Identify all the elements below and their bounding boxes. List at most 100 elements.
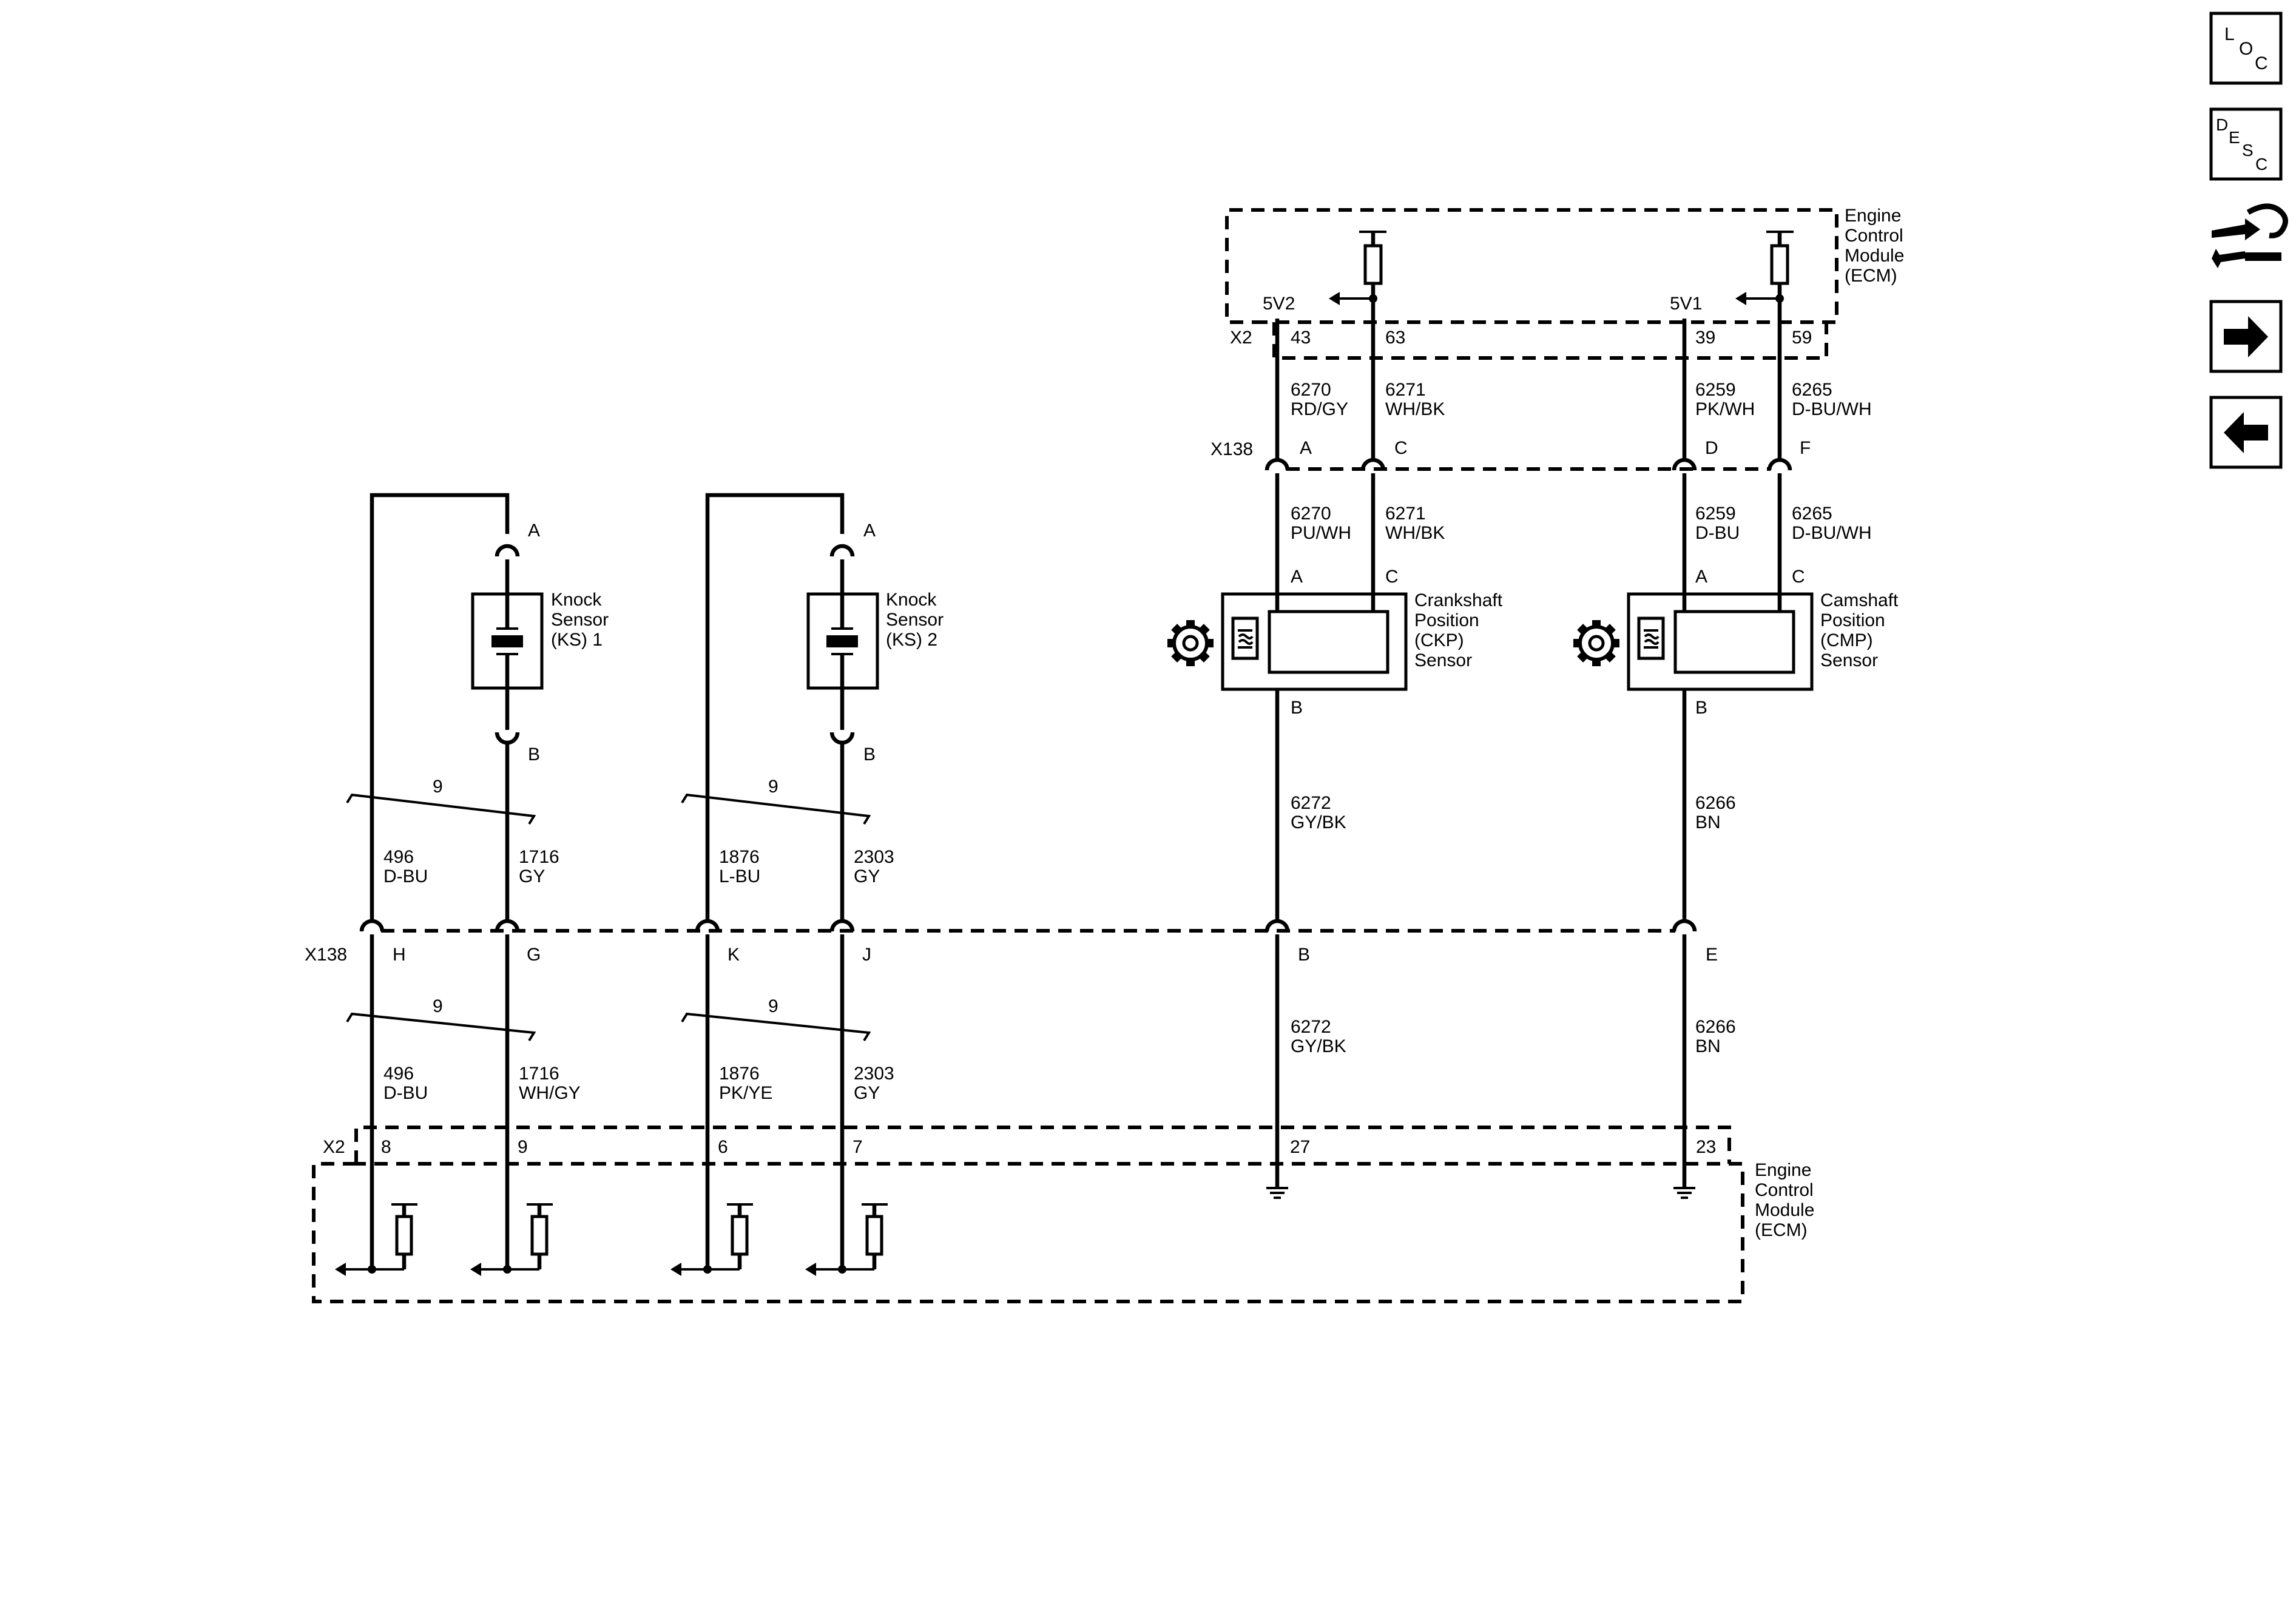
wire-1716-lower-circuit: 1716 (519, 1064, 559, 1084)
x138-pin-h: H (393, 945, 406, 965)
ks2-label-2: Sensor (886, 610, 944, 630)
wire-1876-lower-circuit: 1876 (719, 1064, 760, 1084)
twist-label-ks2-upper: 9 (768, 777, 778, 797)
ecm-pullup-circuit-63 (1329, 231, 1386, 340)
wire-6259-lower-circuit: 6259 (1695, 504, 1736, 524)
x138-pin-g: G (527, 945, 541, 965)
connector-repair-icon[interactable] (2212, 203, 2288, 268)
wire-6265-upper-color: D-BU/WH (1792, 399, 1872, 419)
ecm-pin-7: 7 (853, 1137, 863, 1157)
wire-6266-upper-color: BN (1695, 812, 1721, 832)
cmp-pin-c: C (1792, 567, 1805, 587)
ks1-pin-a: A (528, 521, 540, 541)
loc-letter-c: C (2255, 53, 2268, 73)
ecm-input-circuit-6 (670, 1203, 753, 1276)
wire-6270-upper-circuit: 6270 (1291, 380, 1331, 400)
sensor-signal-wires: 6272 GY/BK 6266 BN (1275, 689, 1736, 919)
wire-2303-upper-circuit: 2303 (854, 847, 894, 867)
wire-1876-upper-color: L-BU (719, 866, 760, 886)
twist-label-ks1-upper: 9 (433, 777, 443, 797)
ckp-sensor: A C Crankshaft Position (1167, 567, 1503, 718)
connector-pin-icon (1672, 457, 1697, 491)
twisted-pair-ks2-lower: 9 (681, 996, 871, 1042)
x138-pin-d: D (1705, 438, 1718, 458)
connector-pin-icon (359, 919, 385, 953)
ecm-label-top-2: Control (1845, 226, 1903, 246)
previous-page-button[interactable] (2209, 396, 2283, 469)
ecm-pin-59: 59 (1792, 328, 1812, 348)
next-page-button[interactable] (2209, 300, 2283, 373)
wire-6272-lower-circuit: 6272 (1291, 1017, 1331, 1037)
ks1-label-2: Sensor (551, 610, 609, 630)
twist-label-ks2-lower: 9 (768, 996, 778, 1016)
ecm-box-bottom: X2 8 9 6 7 27 23 Engine Control Module (… (312, 1126, 1814, 1303)
ecm-pin-6: 6 (718, 1137, 728, 1157)
wire-6272-lower-color: GY/BK (1291, 1036, 1346, 1056)
cmp-label-1: Camshaft (1820, 590, 1899, 610)
connector-pin-icon (829, 919, 855, 953)
wire-6271-upper-color: WH/BK (1385, 399, 1445, 419)
x2-label-top: X2 (1230, 328, 1252, 348)
ecm-input-circuit-8 (335, 1203, 417, 1276)
wire-6271-lower-circuit: 6271 (1385, 504, 1426, 524)
desc-letter-c: C (2255, 155, 2267, 174)
ckp-label-3: (CKP) (1414, 630, 1464, 650)
knock-sensor-2: A B Knock Sensor (KS) 2 9 1876 L-BU 2303… (681, 493, 944, 919)
description-button[interactable]: D E S C (2209, 107, 2283, 181)
ecm-label-bottom-2: Control (1755, 1180, 1814, 1200)
x138-pin-b: B (1298, 945, 1310, 965)
cmp-label-2: Position (1820, 610, 1885, 630)
wire-2303-lower-circuit: 2303 (854, 1064, 894, 1084)
ckp-label-4: Sensor (1414, 650, 1472, 670)
wire-1716-upper-circuit: 1716 (519, 847, 559, 867)
wire-6271-lower-color: WH/BK (1385, 523, 1445, 543)
x2-label-bottom: X2 (323, 1137, 345, 1157)
location-button[interactable]: L O C (2209, 12, 2283, 85)
wire-6272-upper-circuit: 6272 (1291, 793, 1331, 813)
ckp-reluctor-gear-icon (1167, 620, 1214, 666)
x138-pin-k: K (728, 945, 740, 965)
wire-1716-upper-color: GY (519, 866, 545, 886)
cmp-label-3: (CMP) (1820, 630, 1873, 650)
wire-2303-upper-color: GY (854, 866, 880, 886)
wire-6265-lower-color: D-BU/WH (1792, 523, 1872, 543)
wire-496-lower-color: D-BU (383, 1083, 428, 1103)
ks2-pin-a: A (863, 521, 876, 541)
knock-sensor-1: A B Knock Sensor (KS) 1 9 496 D-BU 1716 … (346, 493, 609, 919)
x138-pin-e: E (1706, 945, 1718, 965)
desc-letter-s: S (2242, 141, 2254, 160)
wire-6259-upper-circuit: 6259 (1695, 380, 1736, 400)
ecm-pin-43: 43 (1291, 328, 1311, 348)
ecm-label-top-4: (ECM) (1845, 266, 1897, 286)
desc-letter-e: E (2229, 128, 2240, 147)
cmp-pin-a: A (1695, 567, 1707, 587)
ckp-pin-a: A (1291, 567, 1303, 587)
ecm-pin-23: 23 (1696, 1137, 1716, 1157)
wire-496-lower-circuit: 496 (383, 1064, 414, 1084)
ecm-label-top-3: Module (1845, 246, 1904, 266)
lower-sensor-wires: 6270 PU/WH 6271 WH/BK 6259 D-BU 6265 D-B… (1275, 491, 1872, 612)
ecm-pin-8: 8 (381, 1137, 391, 1157)
connector-pin-icon (829, 544, 855, 573)
wire-1876-lower-color: PK/YE (719, 1083, 772, 1103)
upper-sensor-wires: 6270 RD/GY 6271 WH/BK 6259 PK/WH 6265 D-… (1275, 340, 1872, 458)
lower-wires: 9 9 496 D-BU 1716 WH/GY 1876 PK/YE 2303 … (346, 953, 1736, 1269)
cmp-pin-b: B (1695, 698, 1707, 718)
ckp-label-1: Crankshaft (1414, 590, 1503, 610)
twist-label-ks1-lower: 9 (433, 996, 443, 1016)
wire-6266-upper-circuit: 6266 (1695, 793, 1736, 813)
wire-6259-lower-color: D-BU (1695, 523, 1740, 543)
ckp-pin-b: B (1291, 698, 1303, 718)
cmp-label-4: Sensor (1820, 650, 1878, 670)
ecm-box-top: Engine Control Module (ECM) 5V2 5V1 X2 (1225, 206, 1904, 360)
ks2-label-1: Knock (886, 590, 937, 610)
connector-pin-icon (695, 919, 720, 953)
cmp-sensor: A C Camshaft Position (1573, 567, 1899, 718)
connector-pin-icon (495, 544, 520, 573)
wire-6265-lower-circuit: 6265 (1792, 504, 1832, 524)
connector-pin-icon (1360, 457, 1386, 491)
ground-icon (1673, 1177, 1695, 1199)
wire-6271-upper-circuit: 6271 (1385, 380, 1426, 400)
wire-2303-lower-color: GY (854, 1083, 880, 1103)
desc-letter-d: D (2216, 115, 2228, 134)
